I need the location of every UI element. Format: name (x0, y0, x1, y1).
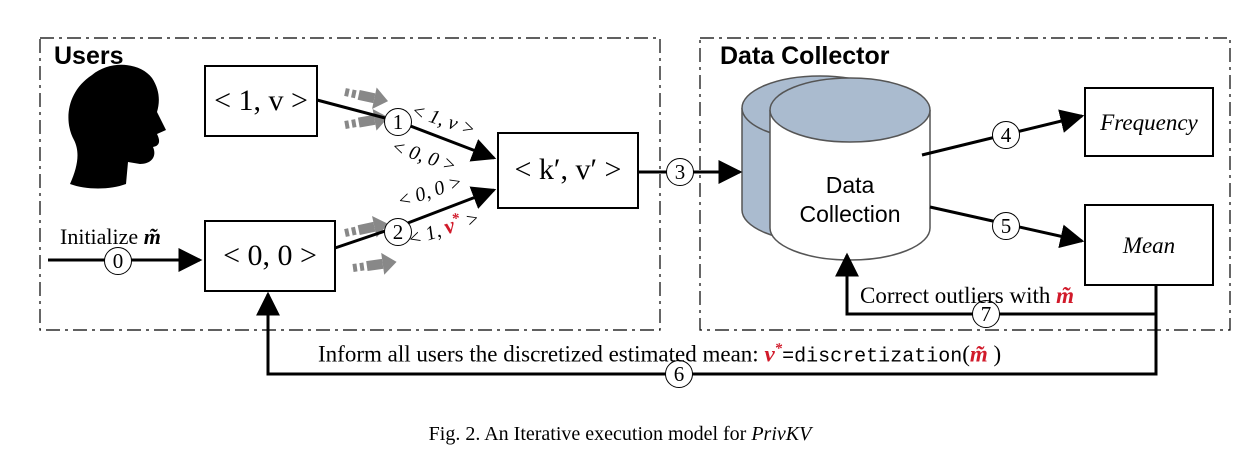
box-mean-label: Mean (1122, 233, 1176, 258)
step-7-marker: 7 (972, 300, 1000, 328)
step-1-label: 1 (392, 110, 404, 134)
step-6-marker: 6 (665, 360, 693, 388)
step-7-label: 7 (980, 302, 992, 326)
inform-open: ( (962, 341, 970, 367)
correct-outliers-label: Correct outliers with m̃ (860, 284, 1074, 307)
arrow-step7 (835, 252, 1158, 316)
collector-title: Data Collector (720, 42, 890, 70)
inform-eq: = (782, 345, 795, 369)
box-mean (1084, 204, 1214, 286)
initialize-label: Initialize m̃ (60, 226, 161, 248)
correct-var: m̃ (1056, 283, 1074, 308)
step-6-label: 6 (673, 362, 685, 386)
caption-name: PrivKV (751, 423, 812, 445)
cylinder-label-line2: Collection (799, 201, 901, 227)
box-kv-prime-label: < k′, v′ > (514, 153, 622, 186)
inform-label: Inform all users the discretized estimat… (318, 342, 1001, 368)
step-0-marker: 0 (104, 247, 132, 275)
box-zero-zero-label: < 0, 0 > (223, 239, 317, 272)
user-head-icon (68, 64, 166, 189)
arrow-step6 (256, 291, 1158, 376)
step-4-label: 4 (1000, 123, 1012, 147)
step-1-marker: 1 (384, 108, 412, 136)
collector-region (699, 37, 1231, 331)
box-zero-zero (204, 220, 336, 292)
correct-text: Correct outliers with (860, 283, 1057, 308)
inform-arg: m̃ (969, 341, 988, 367)
users-region (39, 37, 661, 331)
step-2-marker: 2 (384, 218, 412, 246)
data-collection-cylinder (741, 75, 931, 261)
inform-func: discretization (794, 345, 963, 369)
caption-text: Fig. 2. An Iterative execution model for (428, 423, 752, 445)
cylinder-label-line1: Data (825, 172, 875, 198)
users-title: Users (54, 42, 124, 70)
inform-var: v (764, 341, 775, 367)
box-frequency-label: Frequency (1100, 110, 1198, 135)
step-4-marker: 4 (992, 121, 1020, 149)
step-2-label: 2 (392, 220, 404, 244)
box-one-v-label: < 1, v > (214, 84, 308, 117)
step-5-marker: 5 (992, 212, 1020, 240)
inform-star: * (774, 341, 783, 357)
step-3-label: 3 (674, 160, 686, 184)
box-frequency (1084, 87, 1214, 157)
initialize-var: m̃ (143, 224, 161, 249)
inform-close: ) (987, 341, 1002, 367)
figure-caption: Fig. 2. An Iterative execution model for… (0, 424, 1240, 444)
inform-prefix: Inform all users the discretized estimat… (318, 341, 765, 367)
initialize-text: Initialize (60, 224, 144, 249)
step-5-label: 5 (1000, 214, 1012, 238)
box-kv-prime (497, 132, 639, 209)
step-3-marker: 3 (666, 158, 694, 186)
step-0-label: 0 (112, 249, 124, 273)
